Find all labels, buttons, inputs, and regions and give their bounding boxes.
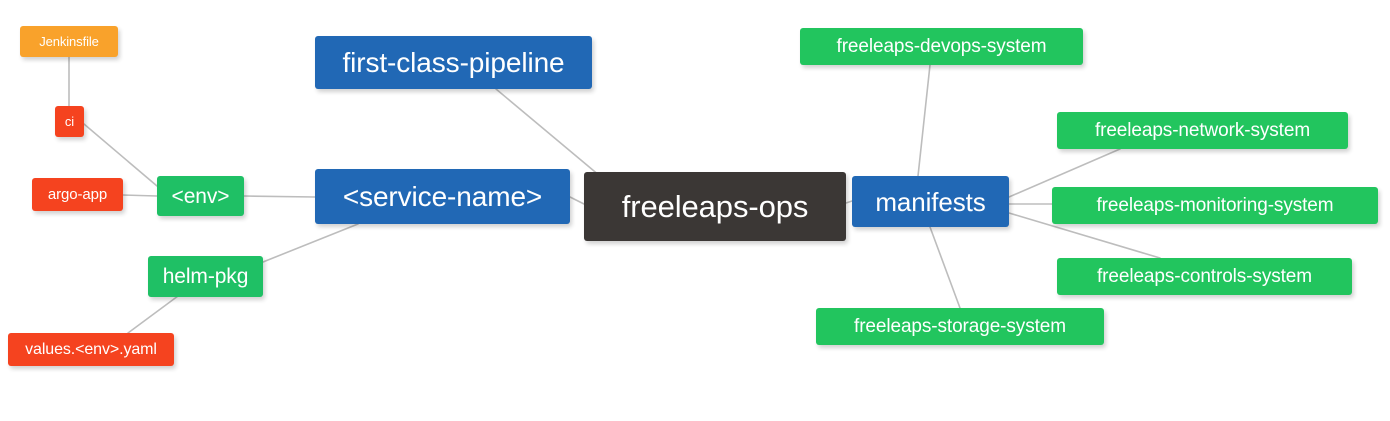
node-label-helm-pkg: helm-pkg bbox=[162, 265, 249, 288]
edge-manifests-storage bbox=[929, 226, 961, 309]
node-label-freeleaps-monitoring-system: freeleaps-monitoring-system bbox=[1096, 195, 1334, 216]
node-service-name[interactable]: <service-name> bbox=[315, 169, 570, 224]
node-label-first-class-pipeline: first-class-pipeline bbox=[342, 46, 565, 78]
edge-env-argo bbox=[122, 194, 158, 197]
node-freeleaps-network-system[interactable]: freeleaps-network-system bbox=[1057, 112, 1348, 149]
node-label-env: <env> bbox=[171, 184, 230, 208]
node-label-freeleaps-ops: freeleaps-ops bbox=[621, 189, 809, 224]
edge-helm-values bbox=[127, 295, 179, 334]
node-manifests[interactable]: manifests bbox=[852, 176, 1009, 227]
node-freeleaps-devops-system[interactable]: freeleaps-devops-system bbox=[800, 28, 1083, 65]
node-label-service-name: <service-name> bbox=[342, 180, 543, 212]
node-first-class-pipeline[interactable]: first-class-pipeline bbox=[315, 36, 592, 89]
node-label-ci: ci bbox=[64, 114, 75, 129]
node-argo-app[interactable]: argo-app bbox=[32, 178, 123, 211]
node-freeleaps-controls-system[interactable]: freeleaps-controls-system bbox=[1057, 258, 1352, 295]
node-freeleaps-monitoring-system[interactable]: freeleaps-monitoring-system bbox=[1052, 187, 1378, 224]
edge-service-helm bbox=[262, 223, 359, 263]
node-label-manifests: manifests bbox=[875, 186, 986, 217]
edge-ops-service bbox=[569, 196, 585, 205]
node-label-values-yaml: values.<env>.yaml bbox=[25, 340, 157, 358]
edge-ops-pipeline bbox=[495, 88, 601, 177]
node-helm-pkg[interactable]: helm-pkg bbox=[148, 256, 263, 297]
node-label-jenkinsfile: Jenkinsfile bbox=[39, 34, 99, 49]
node-ci[interactable]: ci bbox=[55, 106, 84, 137]
node-label-freeleaps-network-system: freeleaps-network-system bbox=[1094, 120, 1311, 141]
edge-manifests-devops bbox=[917, 64, 931, 177]
edge-service-env bbox=[243, 195, 316, 198]
edge-env-ci bbox=[83, 123, 158, 187]
node-label-argo-app: argo-app bbox=[47, 186, 108, 203]
node-label-freeleaps-storage-system: freeleaps-storage-system bbox=[854, 316, 1066, 337]
node-env[interactable]: <env> bbox=[157, 176, 244, 216]
node-label-freeleaps-controls-system: freeleaps-controls-system bbox=[1096, 266, 1313, 287]
node-freeleaps-ops[interactable]: freeleaps-ops bbox=[584, 172, 846, 241]
node-values-yaml[interactable]: values.<env>.yaml bbox=[8, 333, 174, 366]
node-jenkinsfile[interactable]: Jenkinsfile bbox=[20, 26, 118, 57]
node-label-freeleaps-devops-system: freeleaps-devops-system bbox=[836, 36, 1047, 57]
node-freeleaps-storage-system[interactable]: freeleaps-storage-system bbox=[816, 308, 1104, 345]
